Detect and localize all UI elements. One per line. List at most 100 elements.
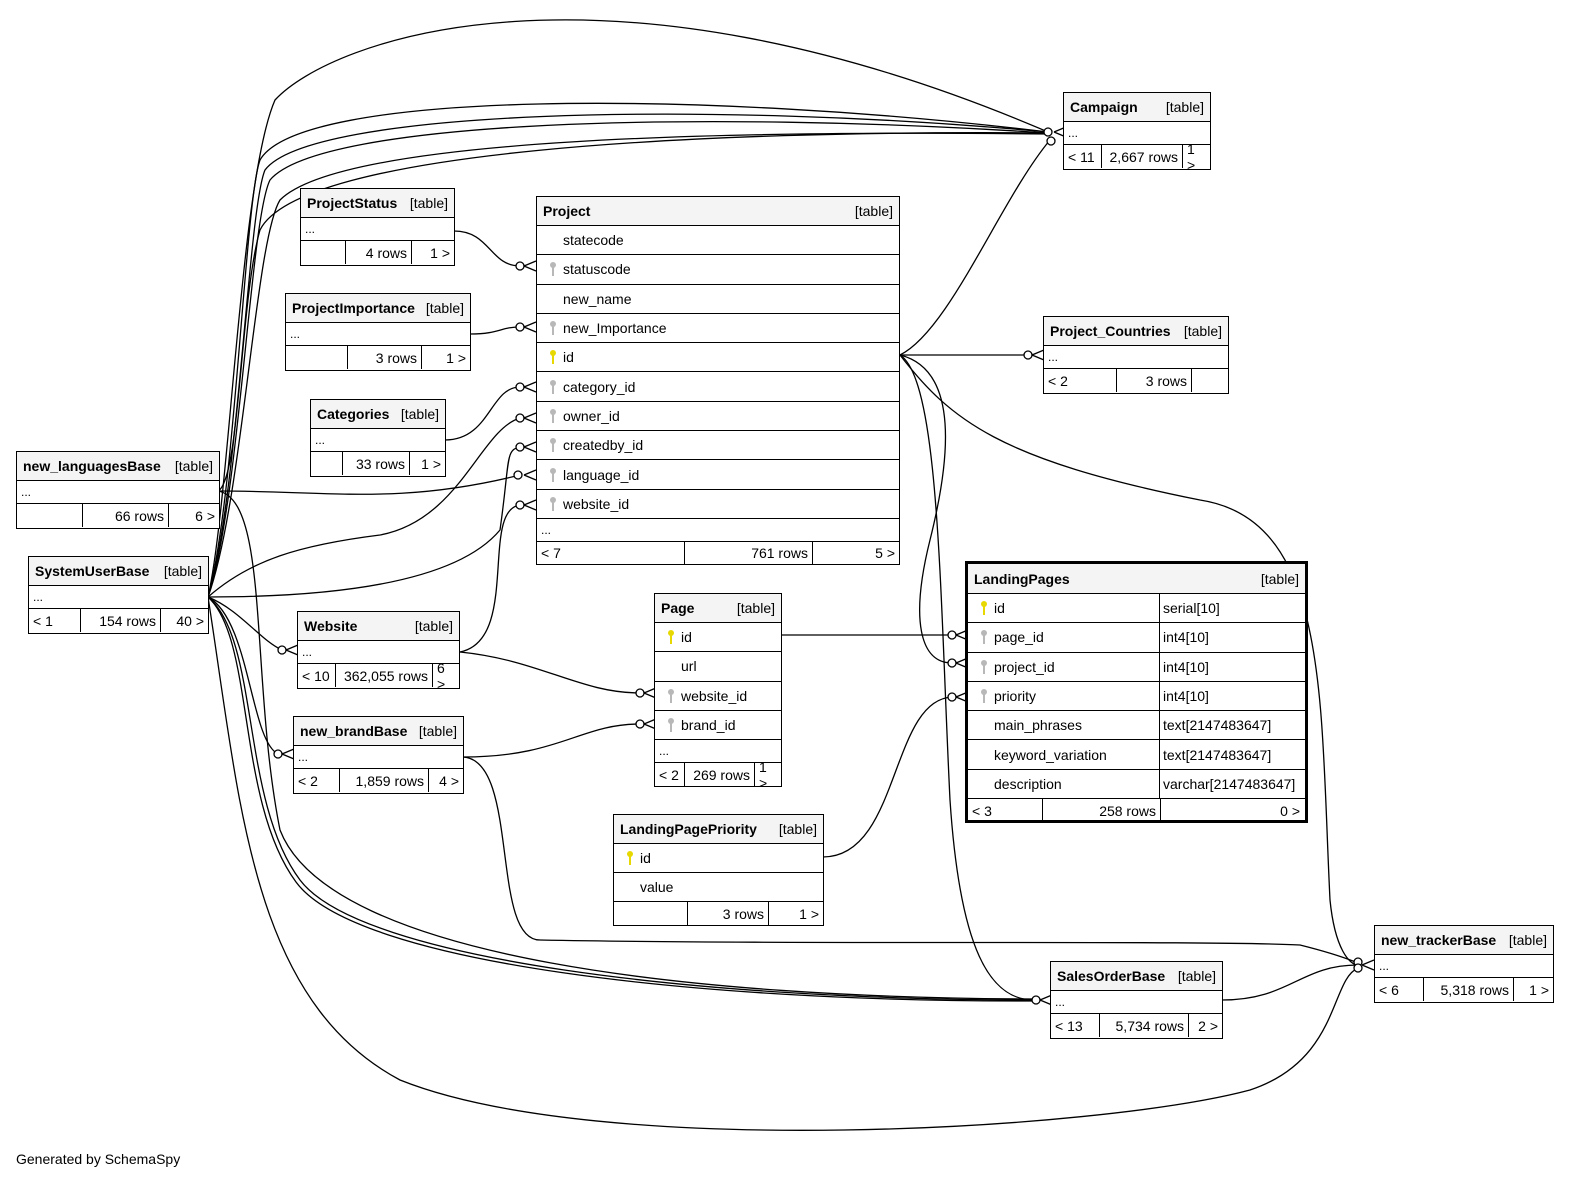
- children-count[interactable]: 2 >: [1188, 1014, 1222, 1037]
- row-count: 3 rows: [347, 346, 421, 369]
- primary-key-icon: [661, 629, 681, 645]
- table-name: new_languagesBase: [23, 458, 161, 474]
- column-row[interactable]: website_id: [537, 490, 899, 519]
- edge-systemuser-campaign: [207, 19, 1049, 598]
- row-count: 5,734 rows: [1099, 1014, 1188, 1037]
- children-count[interactable]: 6 >: [432, 660, 459, 692]
- row-count: 3 rows: [1116, 369, 1191, 392]
- table-kind: [table]: [1508, 932, 1547, 948]
- column-row[interactable]: createdby_id: [537, 431, 899, 461]
- parents-count[interactable]: < 3: [972, 803, 992, 820]
- children-count[interactable]: 1 >: [421, 346, 470, 369]
- column-type: int4[10]: [1159, 623, 1305, 652]
- edge-systemuser-campaign-5: [207, 132, 1049, 598]
- row-count: 258 rows: [1042, 799, 1160, 824]
- parents-count[interactable]: < 10: [302, 667, 330, 684]
- column-row[interactable]: new_name: [537, 285, 899, 314]
- children-count[interactable]: 0 >: [1160, 799, 1304, 824]
- table-kind: [table]: [400, 406, 439, 422]
- children-count[interactable]: 1 >: [1182, 141, 1210, 173]
- parents-count[interactable]: [17, 504, 82, 527]
- parents-count[interactable]: [301, 241, 345, 264]
- column-row[interactable]: statecode: [537, 226, 899, 256]
- table-name: Project: [543, 203, 591, 219]
- column-name: keyword_variation: [994, 746, 1107, 763]
- table-name: SystemUserBase: [35, 563, 150, 579]
- column-name: new_Importance: [563, 320, 667, 337]
- children-count[interactable]: 1 >: [409, 452, 445, 475]
- edge-importance-project: [469, 326, 521, 335]
- parents-count[interactable]: < 11: [1068, 148, 1095, 165]
- column-row[interactable]: value: [614, 873, 823, 902]
- column-row[interactable]: brand_id: [655, 711, 781, 741]
- column-row[interactable]: statuscode: [537, 255, 899, 285]
- parents-count[interactable]: [311, 452, 342, 475]
- edge-languages-language: [217, 474, 521, 495]
- column-row[interactable]: owner_id: [537, 402, 899, 432]
- parents-count[interactable]: < 13: [1055, 1017, 1083, 1034]
- column-row[interactable]: id: [614, 844, 823, 873]
- edge-brand-tracker: [462, 756, 1359, 964]
- columns-ellipsis: ...: [29, 586, 208, 609]
- children-count[interactable]: [1191, 369, 1228, 392]
- table-kind: [table]: [414, 618, 453, 634]
- children-count[interactable]: 4 >: [428, 769, 463, 792]
- parents-count[interactable]: < 7: [541, 545, 561, 562]
- column-row[interactable]: website_id: [655, 682, 781, 711]
- column-type: int4[10]: [1159, 681, 1305, 711]
- column-row[interactable]: language_id: [537, 460, 899, 490]
- table-kind: [table]: [1177, 968, 1216, 984]
- column-row[interactable]: url: [655, 652, 781, 682]
- column-name: url: [681, 658, 697, 675]
- parents-count[interactable]: < 2: [1048, 372, 1068, 389]
- parents-count[interactable]: < 1: [33, 612, 53, 629]
- children-count[interactable]: 6 >: [168, 504, 219, 527]
- children-count[interactable]: 1 >: [768, 902, 823, 925]
- column-row[interactable]: category_id: [537, 372, 899, 402]
- column-type: serial[10]: [1159, 594, 1305, 623]
- children-count[interactable]: 5 >: [812, 541, 899, 565]
- parents-count[interactable]: < 6: [1379, 981, 1399, 998]
- column-row[interactable]: new_Importance: [537, 314, 899, 344]
- primary-key-icon: [974, 600, 994, 616]
- parents-count[interactable]: [286, 346, 347, 369]
- children-count[interactable]: 1 >: [1513, 978, 1553, 1001]
- children-count[interactable]: 1 >: [411, 241, 454, 264]
- column-row[interactable]: id: [537, 343, 899, 373]
- edge-status-project: [453, 230, 521, 267]
- children-count[interactable]: 1 >: [754, 759, 781, 791]
- edge-website-websiteid: [459, 504, 521, 653]
- children-count[interactable]: 40 >: [160, 609, 208, 632]
- primary-key-icon: [620, 850, 640, 866]
- parents-count[interactable]: < 2: [298, 772, 318, 789]
- edge-categories-project: [444, 386, 521, 441]
- column-name: id: [640, 850, 651, 866]
- edge-salesorder-tracker: [1221, 964, 1359, 1001]
- parents-count[interactable]: < 2: [659, 766, 679, 783]
- column-row[interactable]: id: [655, 623, 781, 653]
- parents-count[interactable]: [614, 902, 687, 925]
